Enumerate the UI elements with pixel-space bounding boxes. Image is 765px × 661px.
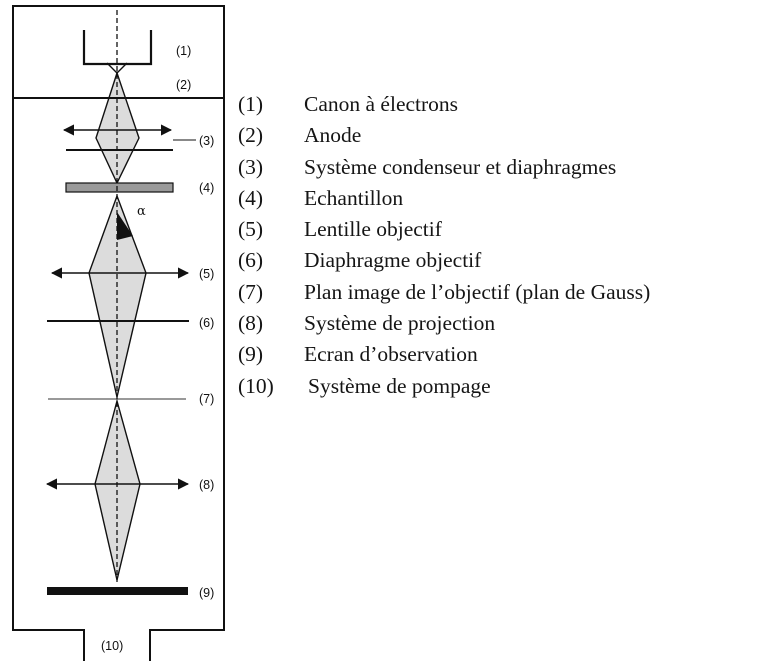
column-outline: [12, 5, 225, 661]
legend-item: (3) Système condenseur et diaphragmes: [238, 152, 650, 183]
legend-number: (4): [238, 185, 264, 210]
label-1: (1): [176, 44, 191, 58]
legend-number: (10): [238, 373, 274, 398]
viewing-screen: [47, 587, 188, 595]
electron-gun: [82, 30, 153, 66]
legend-number: (7): [238, 279, 264, 304]
label-3: (3): [199, 134, 214, 148]
legend-number: (2): [238, 123, 264, 148]
legend-item: (1) Canon à électrons: [238, 89, 650, 120]
legend-list: (1) Canon à électrons (2) Anode (3) Système…: [238, 89, 650, 402]
legend-number: (9): [238, 342, 264, 367]
legend-text: Système condenseur et diaphragmes: [304, 154, 617, 179]
legend-text: Système de projection: [304, 311, 496, 336]
legend-text: Echantillon: [304, 185, 404, 210]
legend-text: Diaphragme objectif: [304, 248, 482, 273]
label-8: (8): [199, 478, 214, 492]
microscope-column-diagram: (1) (2) (3) (4) α (5) (6) (7) (8) (9) (1…: [12, 5, 225, 661]
legend-number: (3): [238, 154, 264, 179]
label-9: (9): [199, 586, 214, 600]
legend-number: (6): [238, 248, 264, 273]
legend-item: (6) Diaphragme objectif: [238, 245, 650, 276]
legend-number: (8): [238, 311, 264, 336]
label-7: (7): [199, 392, 214, 406]
legend-text: Canon à électrons: [304, 92, 459, 116]
label-5: (5): [199, 267, 214, 281]
legend-text: Système de pompage: [308, 373, 491, 398]
legend-item: (7) Plan image de l’objectif (plan de Gau…: [238, 277, 650, 308]
legend-item: (2) Anode: [238, 120, 650, 151]
legend-item: (4) Echantillon: [238, 183, 650, 214]
legend-text: Anode: [304, 123, 362, 148]
label-6: (6): [199, 316, 214, 330]
label-4: (4): [199, 181, 214, 195]
legend-text: Lentille objectif: [304, 217, 442, 242]
label-2: (2): [176, 78, 191, 92]
legend-number: (1): [238, 92, 264, 116]
legend-text: Plan image de l’objectif (plan de Gauss): [304, 279, 651, 304]
alpha-label: α: [137, 204, 146, 219]
alpha-angle-marker: [117, 212, 133, 240]
legend-text: Ecran d’observation: [304, 342, 478, 367]
legend-item: (10) Système de pompage: [238, 371, 650, 402]
legend-item: (8) Système de projection: [238, 308, 650, 339]
legend-number: (5): [238, 217, 264, 242]
legend-item: (5) Lentille objectif: [238, 214, 650, 245]
legend-item: (9) Ecran d’observation: [238, 339, 650, 370]
label-10: (10): [101, 639, 123, 653]
specimen: [65, 182, 174, 193]
